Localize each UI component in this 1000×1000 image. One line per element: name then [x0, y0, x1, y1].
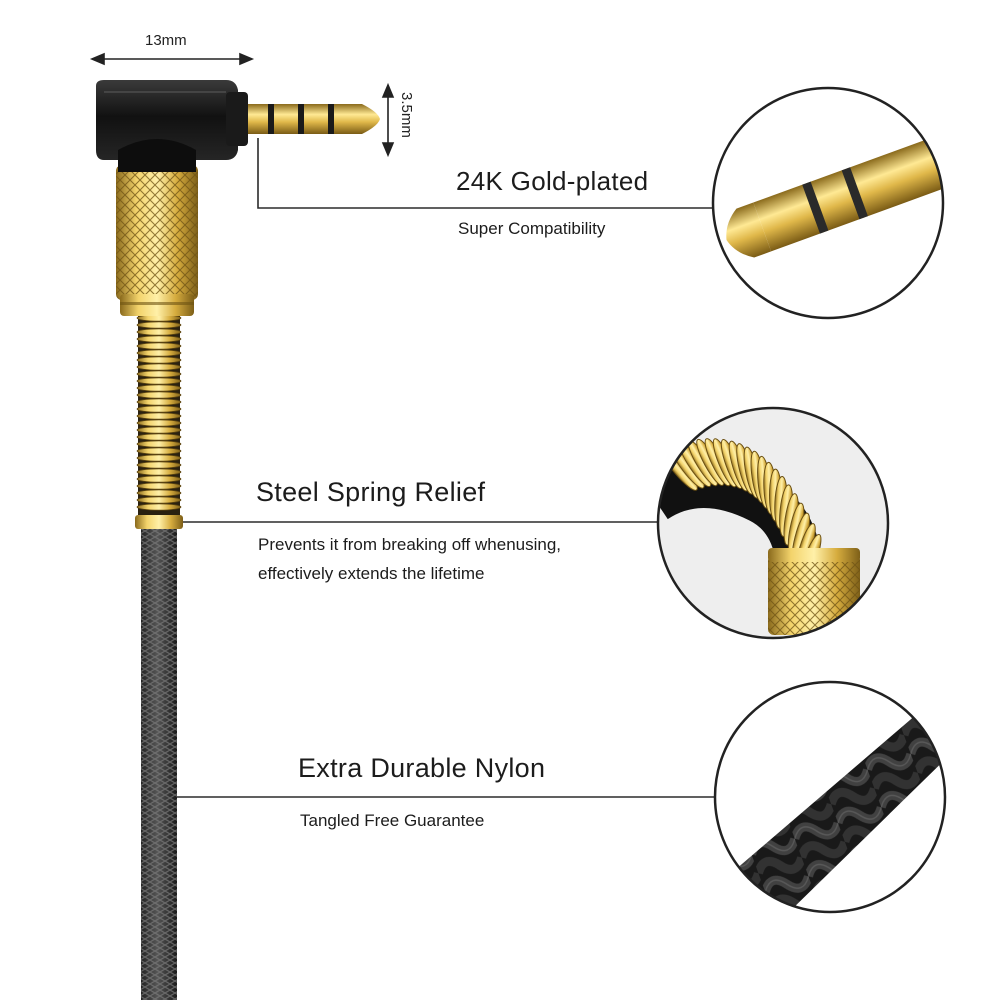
- black-plug-head: [96, 80, 248, 172]
- braided-cable: [141, 525, 177, 1000]
- plug-length-label: 13mm: [145, 32, 187, 49]
- feature-spring-description-line2: effectively extends the lifetime: [258, 564, 485, 583]
- steel-spring: [135, 310, 183, 529]
- width-dimension-arrow: [89, 52, 255, 66]
- gold-plated-plug-closeup: [711, 86, 945, 320]
- diameter-dimension-arrow: [381, 82, 395, 158]
- plug-diameter-label: 3.5mm: [398, 92, 415, 138]
- gold-trrs-pin: [248, 104, 380, 134]
- gold-knurled-sleeve: [116, 165, 198, 316]
- callout-lines: [176, 138, 715, 798]
- steel-spring-closeup: [656, 406, 890, 640]
- braided-nylon-closeup: [713, 680, 947, 914]
- feature-nylon-title: Extra Durable Nylon: [298, 753, 546, 783]
- feature-gold-description: Super Compatibility: [458, 219, 606, 238]
- feature-gold-title: 24K Gold-plated: [456, 166, 649, 196]
- feature-nylon-description: Tangled Free Guarantee: [300, 811, 485, 830]
- feature-spring-description-line1: Prevents it from breaking off whenusing,: [258, 535, 562, 554]
- feature-spring-title: Steel Spring Relief: [256, 477, 486, 507]
